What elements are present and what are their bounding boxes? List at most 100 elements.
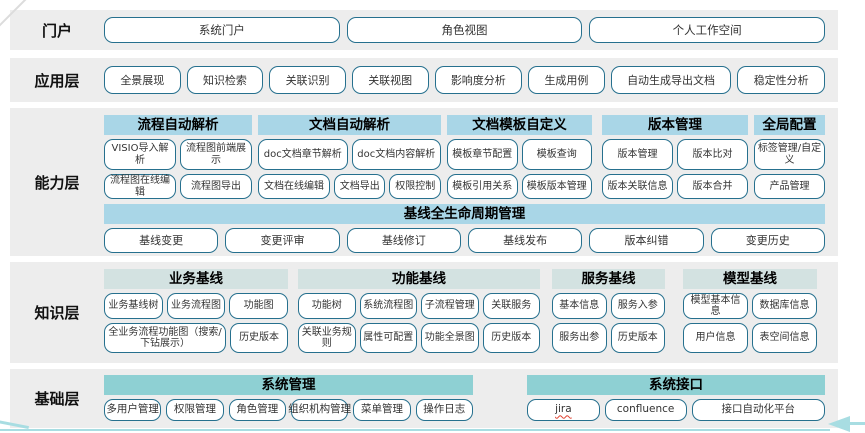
multi-user-mgmt-button[interactable]: 多用户管理 xyxy=(104,399,162,421)
section-version-mgmt: 版本管理 版本管理 版本比对 版本关联信息 版本合并 xyxy=(602,115,748,199)
section-process-parse: 流程自动解析 VISIO导入解析 流程图前端展示 流程图在线编辑 流程图导出 xyxy=(104,115,252,199)
section-header: 业务基线 xyxy=(104,269,288,289)
section-header: 版本管理 xyxy=(602,115,748,135)
feature-box[interactable]: doc文档章节解析 xyxy=(258,139,348,170)
baseline-change-button[interactable]: 基线变更 xyxy=(104,228,219,253)
change-review-button[interactable]: 变更评审 xyxy=(225,228,340,253)
section-header: 流程自动解析 xyxy=(104,115,252,135)
section-header: 模型基线 xyxy=(683,269,817,289)
feature-box[interactable]: doc文档内容解析 xyxy=(351,139,441,170)
feature-box[interactable]: 版本管理 xyxy=(602,139,673,170)
feature-box[interactable]: 模板查询 xyxy=(521,139,592,170)
feature-box[interactable]: 功能树 xyxy=(298,293,356,319)
feature-box[interactable]: 模板版本管理 xyxy=(521,174,592,199)
knowledge-search-button[interactable]: 知识检索 xyxy=(186,66,264,94)
feature-box[interactable]: 文档导出 xyxy=(333,174,386,199)
section-system-mgmt: 系统管理 多用户管理 权限管理 角色管理 组织机构管理 菜单管理 操作日志 xyxy=(104,375,473,421)
feature-box[interactable]: 版本关联信息 xyxy=(602,174,673,199)
feature-box[interactable]: 子流程管理 xyxy=(421,293,479,319)
generate-usecase-button[interactable]: 生成用例 xyxy=(528,66,605,94)
feature-box[interactable]: 业务流程图 xyxy=(166,293,226,319)
section-service-baseline: 服务基线 基本信息 服务入参 服务出参 历史版本 xyxy=(552,269,665,353)
feature-box[interactable]: 全业务流程功能图（搜索/下钻展示） xyxy=(104,323,227,353)
section-header: 功能基线 xyxy=(298,269,540,289)
feature-box[interactable]: 表空间信息 xyxy=(752,323,817,353)
operation-log-button[interactable]: 操作日志 xyxy=(415,399,473,421)
feature-box[interactable]: 关联服务 xyxy=(482,293,540,319)
layer-application: 应用层 全景展现 知识检索 关联识别 关联视图 影响度分析 生成用例 自动生成导… xyxy=(10,58,838,102)
section-header: 系统管理 xyxy=(104,375,473,395)
section-header: 全局配置 xyxy=(754,115,825,135)
feature-box[interactable]: 功能图 xyxy=(229,293,289,319)
feature-box[interactable]: 文档在线编辑 xyxy=(258,174,330,199)
section-header: 文档模板自定义 xyxy=(447,115,592,135)
section-system-interface: 系统接口 jira confluence 接口自动化平台 xyxy=(527,375,825,421)
baseline-publish-button[interactable]: 基线发布 xyxy=(467,228,583,253)
feature-box[interactable]: 系统流程图 xyxy=(359,293,417,319)
feature-box[interactable]: 模板引用关系 xyxy=(447,174,518,199)
panorama-button[interactable]: 全景展现 xyxy=(104,66,181,94)
feature-box[interactable]: 服务出参 xyxy=(552,323,607,353)
relation-identify-button[interactable]: 关联识别 xyxy=(269,66,346,94)
permission-mgmt-button[interactable]: 权限管理 xyxy=(166,399,224,421)
feature-box[interactable]: 流程图导出 xyxy=(180,174,252,199)
feature-box[interactable]: 服务入参 xyxy=(610,293,665,319)
feature-box[interactable]: 权限控制 xyxy=(389,174,441,199)
baseline-lifecycle-header: 基线全生命周期管理 xyxy=(104,204,825,224)
feature-box[interactable]: 历史版本 xyxy=(482,323,540,353)
layer-portal: 门户 系统门户 角色视图 个人工作空间 xyxy=(10,10,838,50)
menu-mgmt-button[interactable]: 菜单管理 xyxy=(353,399,411,421)
version-correct-button[interactable]: 版本纠错 xyxy=(589,228,704,253)
interface-automation-box[interactable]: 接口自动化平台 xyxy=(691,399,825,421)
feature-box[interactable]: 标签管理/自定义 xyxy=(754,139,825,170)
feature-box[interactable]: 业务基线树 xyxy=(104,293,163,319)
feature-box[interactable]: 数据库信息 xyxy=(752,293,817,319)
left-arrow-tail xyxy=(846,422,865,425)
feature-box[interactable]: 版本合并 xyxy=(677,174,748,199)
personal-workspace-button[interactable]: 个人工作空间 xyxy=(589,17,826,43)
feature-box[interactable]: 历史版本 xyxy=(610,323,665,353)
layer-label-capability: 能力层 xyxy=(34,173,80,192)
feature-box[interactable]: 产品管理 xyxy=(754,174,825,199)
section-function-baseline: 功能基线 功能树 系统流程图 子流程管理 关联服务 关联业务规则 属性可配置 功… xyxy=(298,269,540,353)
feature-box[interactable]: 流程图在线编辑 xyxy=(104,174,176,199)
feature-box[interactable]: 用户信息 xyxy=(683,323,748,353)
layer-knowledge: 知识层 业务基线 业务基线树 业务流程图 功能图 全业务流程功能图（搜索/下钻展… xyxy=(10,262,838,363)
system-portal-button[interactable]: 系统门户 xyxy=(104,17,340,43)
org-mgmt-button[interactable]: 组织机构管理 xyxy=(288,399,351,421)
layer-label-portal: 门户 xyxy=(41,21,72,40)
baseline-revise-button[interactable]: 基线修订 xyxy=(346,228,461,253)
feature-box[interactable]: 属性可配置 xyxy=(359,323,417,353)
role-view-button[interactable]: 角色视图 xyxy=(346,17,583,43)
jira-box[interactable]: jira xyxy=(527,399,600,421)
feature-box[interactable]: VISIO导入解析 xyxy=(104,139,176,170)
confluence-box[interactable]: confluence xyxy=(604,399,687,421)
layer-capability: 能力层 流程自动解析 VISIO导入解析 流程图前端展示 流程图在线编辑 流程图… xyxy=(10,108,838,256)
baseline-lifecycle-row: 基线变更 变更评审 基线修订 基线发布 版本纠错 变更历史 xyxy=(104,228,825,253)
section-global-config: 全局配置 标签管理/自定义 产品管理 xyxy=(754,115,825,199)
feature-box[interactable]: 基本信息 xyxy=(552,293,607,319)
section-header: 服务基线 xyxy=(552,269,665,289)
relation-view-button[interactable]: 关联视图 xyxy=(351,66,429,94)
section-doc-template: 文档模板自定义 模板章节配置 模板查询 模板引用关系 模板版本管理 xyxy=(447,115,592,199)
bottom-accent-line xyxy=(0,429,830,431)
feature-box[interactable]: 历史版本 xyxy=(230,323,288,353)
layer-label-application: 应用层 xyxy=(34,71,80,90)
impact-analysis-button[interactable]: 影响度分析 xyxy=(434,66,523,94)
feature-box[interactable]: 功能全景图 xyxy=(421,323,479,353)
stability-analysis-button[interactable]: 稳定性分析 xyxy=(737,66,825,94)
feature-box[interactable]: 版本比对 xyxy=(677,139,748,170)
layer-label-knowledge: 知识层 xyxy=(34,304,80,322)
section-doc-parse: 文档自动解析 doc文档章节解析 doc文档内容解析 文档在线编辑 文档导出 权… xyxy=(258,115,441,199)
layer-foundation: 基础层 系统管理 多用户管理 权限管理 角色管理 组织机构管理 菜单管理 操作日… xyxy=(10,369,838,428)
change-history-button[interactable]: 变更历史 xyxy=(710,228,825,253)
section-model-baseline: 模型基线 模型基本信息 数据库信息 用户信息 表空间信息 xyxy=(683,269,817,353)
feature-box[interactable]: 模型基本信息 xyxy=(683,293,748,319)
section-header: 文档自动解析 xyxy=(258,115,441,135)
feature-box[interactable]: 模板章节配置 xyxy=(447,139,518,170)
feature-box[interactable]: 关联业务规则 xyxy=(298,323,356,353)
role-mgmt-button[interactable]: 角色管理 xyxy=(228,399,286,421)
feature-box[interactable]: 流程图前端展示 xyxy=(180,139,252,170)
auto-export-doc-button[interactable]: 自动生成导出文档 xyxy=(610,66,732,94)
